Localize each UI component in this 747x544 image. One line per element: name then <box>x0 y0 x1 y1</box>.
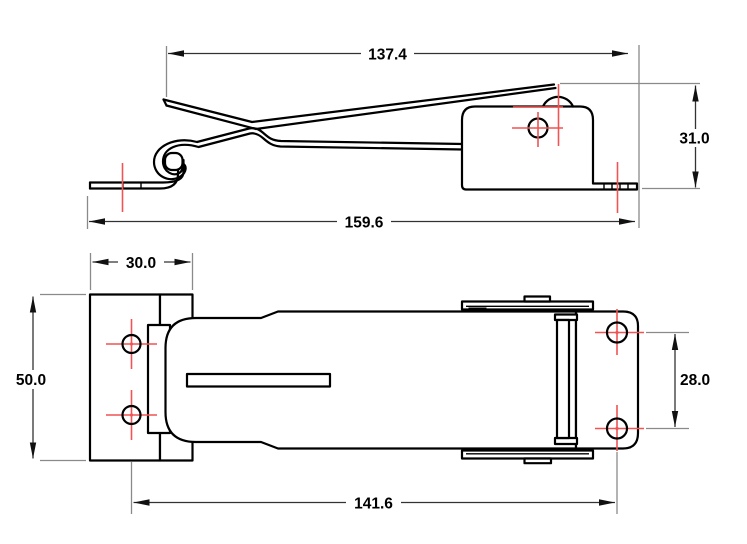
hole-center-mark <box>129 413 134 417</box>
bail-hook-strap <box>152 127 465 181</box>
lever-body-plan <box>164 310 578 450</box>
mount-hole <box>121 404 142 426</box>
arrowhead-left <box>89 218 105 225</box>
lever-tip-cap <box>162 98 168 107</box>
lever-arm <box>162 83 557 131</box>
hinge-lower <box>460 448 595 465</box>
dim-value-137-4: 137.4 <box>368 47 407 64</box>
dim-value-28-0: 28.0 <box>680 372 710 389</box>
latch-body-outline <box>460 105 639 191</box>
dim-value-141-6: 141.6 <box>354 496 393 513</box>
dim-tip-to-pivot: 137.4 <box>165 45 640 228</box>
dim-value-30-0: 30.0 <box>126 255 156 272</box>
arrowhead-right <box>599 499 615 506</box>
mount-hole <box>121 333 142 355</box>
hinge-rivet-mark <box>468 307 487 311</box>
mount-plate-plan <box>574 310 640 450</box>
dim-value-50-0: 50.0 <box>16 372 46 389</box>
latch-body-side <box>460 95 639 191</box>
bail-bar <box>555 318 571 440</box>
dim-text-mask <box>337 213 391 230</box>
hole-center-mark <box>615 330 619 335</box>
dim-text-mask <box>118 254 164 270</box>
dim-value-159-6: 159.6 <box>345 215 384 232</box>
hinge-tab <box>523 457 553 465</box>
dim-text-mask <box>672 129 718 147</box>
lever-bottom-edge <box>165 86 557 131</box>
hinge-plate <box>460 449 595 460</box>
hole-center-mark <box>615 426 619 431</box>
mount-hole <box>605 417 629 440</box>
lever-slot <box>185 372 332 388</box>
hole-center-mark <box>129 342 134 346</box>
arrowhead-down <box>671 411 679 427</box>
hinge-tab <box>523 295 552 303</box>
dim-value-31-0: 31.0 <box>679 131 709 148</box>
dim-text-mask <box>361 45 414 62</box>
arrowhead-up <box>692 85 699 102</box>
keeper-hole-top <box>106 319 157 369</box>
side-view: 137.4 31.0 159.6 <box>86 45 718 232</box>
arrowhead-right <box>174 258 191 266</box>
keeper-hole-bottom <box>106 390 157 440</box>
arrowhead-right <box>612 50 628 57</box>
arrowhead-down <box>692 171 699 188</box>
hook-curl-eye <box>163 151 184 172</box>
arrowhead-down <box>29 442 37 459</box>
dim-hole-length: 141.6 <box>130 452 618 514</box>
dim-hole-spacing: 28.0 <box>646 331 710 430</box>
hinge-upper <box>460 295 595 311</box>
arrowhead-right <box>619 218 635 225</box>
dim-body-height: 31.0 <box>560 82 718 190</box>
arrowhead-left <box>133 499 150 506</box>
keeper-plate-bottom-edge <box>88 158 180 190</box>
plan-view: 30.0 50.0 28.0 <box>10 253 710 514</box>
lever-top-edge <box>162 83 556 124</box>
dim-overall-length: 159.6 <box>86 196 635 232</box>
hinge-rivet-mark <box>465 448 480 451</box>
bail-loop-plan <box>553 313 579 446</box>
arrowhead-left <box>92 258 109 266</box>
strap-outer-edge <box>152 127 465 181</box>
arrowhead-left <box>168 50 184 57</box>
arrowhead-up <box>29 296 37 313</box>
strap-inner-edge <box>161 132 465 176</box>
dim-text-mask <box>10 370 54 389</box>
side-view-centerlines <box>121 84 619 213</box>
dim-text-mask <box>346 494 401 511</box>
mount-hole-top <box>595 309 644 355</box>
dim-plate-height: 50.0 <box>10 293 86 462</box>
mount-hole <box>605 321 629 344</box>
mount-hole-bottom <box>595 405 644 451</box>
arrowhead-up <box>671 334 679 350</box>
dim-plate-width: 30.0 <box>89 253 194 290</box>
keeper-plate-top-edge <box>88 158 185 184</box>
